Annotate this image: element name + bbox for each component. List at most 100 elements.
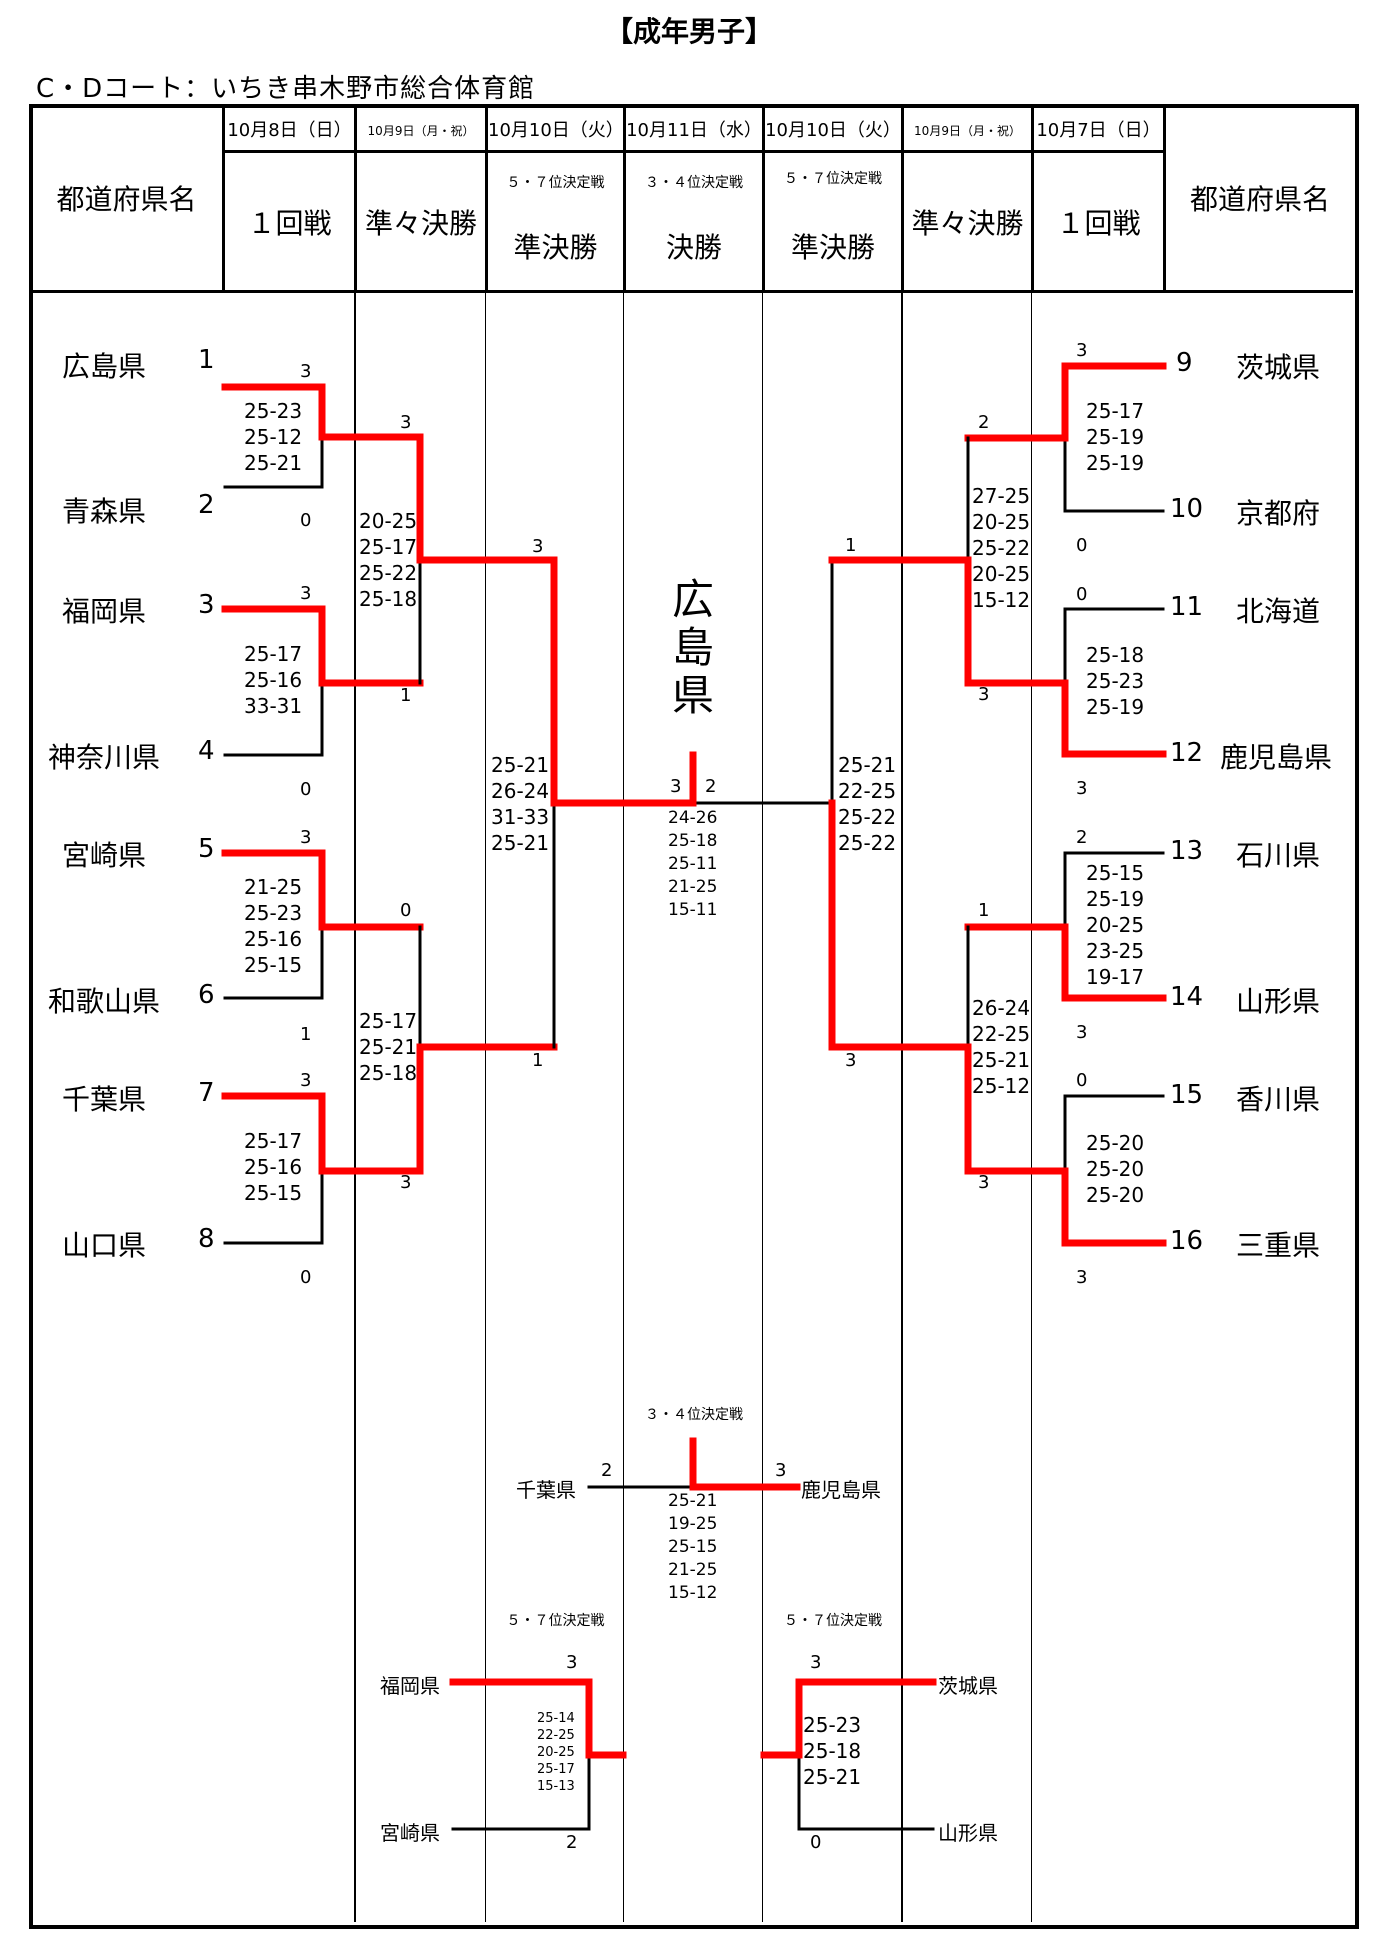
match-score-top: 3 bbox=[300, 1070, 312, 1091]
date-col-5: 10月10日（火） bbox=[765, 120, 901, 141]
round-sub-col-4: ３・４位決定戦 bbox=[645, 175, 743, 191]
fifth-right-top-score: 3 bbox=[810, 1652, 822, 1673]
team-name: 山口県 bbox=[62, 1229, 147, 1262]
match-score-top: 0 bbox=[1076, 584, 1088, 605]
header-divider bbox=[31, 290, 1353, 293]
round-col-1: １回戦 bbox=[247, 207, 332, 240]
match-score-top: 3 bbox=[400, 412, 412, 433]
pref-header-right: 都道府県名 bbox=[1189, 183, 1330, 216]
date-col-1: 10月8日（日） bbox=[227, 120, 352, 141]
champion-name: 広島県 bbox=[671, 575, 714, 720]
round-sub-col-3: ５・７位決定戦 bbox=[506, 175, 605, 191]
fifth-right-bottom-team: 山形県 bbox=[938, 1821, 998, 1845]
match-score-bottom: 0 bbox=[300, 1267, 312, 1288]
date-col-2: 10月9日（月・祝） bbox=[367, 124, 475, 138]
team-seed: 5 bbox=[198, 834, 215, 864]
fifth-right-set-scores: 25-23 25-18 25-21 bbox=[803, 1713, 862, 1789]
team-name: 京都府 bbox=[1236, 497, 1321, 530]
date-col-3: 10月10日（火） bbox=[488, 120, 624, 141]
fifth-right-top-line bbox=[795, 1678, 937, 1759]
set-scores: 25-17 25-21 25-18 bbox=[359, 1009, 418, 1085]
fifth-left-top-team: 福岡県 bbox=[380, 1674, 440, 1698]
R_R1_1-bottom-line bbox=[1063, 436, 1165, 513]
match-score-bottom: 3 bbox=[845, 1050, 857, 1071]
venue-subtitle: C・Dコート：いちき串木野市総合体育館 bbox=[36, 74, 536, 104]
set-scores: 27-25 20-25 25-22 20-25 15-12 bbox=[972, 484, 1031, 612]
L_R1_4-bottom-line bbox=[223, 1169, 324, 1245]
set-scores: 25-21 26-24 31-33 25-21 bbox=[491, 753, 550, 855]
team-name: 山形県 bbox=[1236, 985, 1321, 1018]
final-set-scores: 24-26 25-18 25-11 21-25 15-11 bbox=[668, 808, 718, 920]
team-name: 神奈川県 bbox=[48, 741, 161, 774]
date-col-7: 10月7日（日） bbox=[1036, 120, 1161, 141]
header-col-sep bbox=[222, 106, 225, 292]
body-col-sep bbox=[762, 292, 763, 1922]
match-score-top: 3 bbox=[300, 583, 312, 604]
set-scores: 25-17 25-19 25-19 bbox=[1086, 399, 1145, 475]
team-seed: 1 bbox=[198, 345, 215, 375]
match-score-top: 3 bbox=[1076, 340, 1088, 361]
fifth-right-label: ５・７位決定戦 bbox=[784, 1613, 882, 1629]
match-score-bottom: 0 bbox=[300, 510, 312, 531]
R_SF-win-emph bbox=[828, 799, 972, 1051]
body-col-sep bbox=[354, 292, 356, 1922]
R_R1_4-bottom-line bbox=[1061, 1167, 1167, 1247]
set-scores: 25-23 25-12 25-21 bbox=[244, 399, 303, 475]
set-scores: 26-24 22-25 25-21 25-12 bbox=[972, 996, 1031, 1098]
match-score-bottom: 3 bbox=[1076, 1267, 1088, 1288]
team-seed: 15 bbox=[1170, 1080, 1204, 1110]
third-right-team: 鹿児島県 bbox=[801, 1478, 881, 1502]
team-seed: 13 bbox=[1170, 836, 1204, 866]
L_R1_3-bottom-line bbox=[223, 925, 324, 1000]
match-score-top: 0 bbox=[1076, 1070, 1088, 1091]
team-seed: 14 bbox=[1170, 982, 1204, 1012]
header-col-sep bbox=[1031, 106, 1034, 292]
round-sub-col-5: ５・７位決定戦 bbox=[784, 171, 882, 187]
fifth-left-bottom-team: 宮崎県 bbox=[380, 1821, 440, 1845]
team-name: 宮崎県 bbox=[62, 839, 147, 872]
fifth-left-set-scores: 25-14 22-25 20-25 25-17 15-13 bbox=[537, 1711, 575, 1794]
fifth-left-bottom-score: 2 bbox=[566, 1832, 578, 1853]
match-score-bottom: 1 bbox=[400, 685, 412, 706]
R_R1_3-bottom-line bbox=[1061, 923, 1167, 1002]
match-score-bottom: 3 bbox=[978, 1172, 990, 1193]
team-name: 和歌山県 bbox=[48, 985, 161, 1018]
match-score-top: 1 bbox=[845, 535, 857, 556]
header-col-sep bbox=[354, 106, 357, 292]
third-right-score: 3 bbox=[775, 1460, 787, 1481]
fifth-left-label: ５・７位決定戦 bbox=[506, 1613, 605, 1629]
L_R1_1-top-line bbox=[221, 383, 326, 441]
team-name: 千葉県 bbox=[62, 1083, 147, 1116]
header-col-sep bbox=[1163, 106, 1166, 292]
pref-header-left: 都道府県名 bbox=[56, 183, 197, 216]
R_R1_4-top-line bbox=[1063, 1094, 1165, 1173]
L_R1_3-top-line bbox=[221, 849, 326, 931]
match-score-top: 2 bbox=[1076, 827, 1088, 848]
match-score-bottom: 0 bbox=[1076, 535, 1088, 556]
round-col-6: 準々決勝 bbox=[911, 207, 1024, 240]
third-left-team: 千葉県 bbox=[516, 1478, 576, 1502]
R_R1_2-top-line bbox=[1063, 607, 1165, 685]
body-col-sep bbox=[623, 292, 624, 1922]
third-set-scores: 25-21 19-25 25-15 21-25 15-12 bbox=[668, 1491, 718, 1603]
L_R1_1-bottom-line bbox=[223, 435, 324, 489]
body-col-sep bbox=[485, 292, 486, 1922]
set-scores: 25-20 25-20 25-20 bbox=[1086, 1131, 1145, 1207]
team-seed: 11 bbox=[1170, 592, 1204, 622]
team-seed: 3 bbox=[198, 590, 215, 620]
team-name: 鹿児島県 bbox=[1220, 741, 1333, 774]
match-score-top: 3 bbox=[300, 361, 312, 382]
L_R1_2-bottom-line bbox=[223, 681, 324, 757]
team-name: 三重県 bbox=[1236, 1229, 1321, 1262]
fifth-left-top-line bbox=[449, 1678, 593, 1759]
match-score-bottom: 1 bbox=[532, 1050, 544, 1071]
team-seed: 12 bbox=[1170, 738, 1204, 768]
fifth-right-bottom-score: 0 bbox=[810, 1832, 822, 1853]
set-scores: 25-17 25-16 33-31 bbox=[244, 642, 303, 718]
final-score-right: 2 bbox=[705, 776, 717, 797]
set-scores: 20-25 25-17 25-22 25-18 bbox=[359, 509, 418, 611]
match-score-top: 3 bbox=[300, 827, 312, 848]
date-col-4: 10月11日（水） bbox=[626, 120, 762, 141]
team-seed: 7 bbox=[198, 1078, 215, 1108]
fifth-right-bottom-line bbox=[797, 1753, 935, 1831]
